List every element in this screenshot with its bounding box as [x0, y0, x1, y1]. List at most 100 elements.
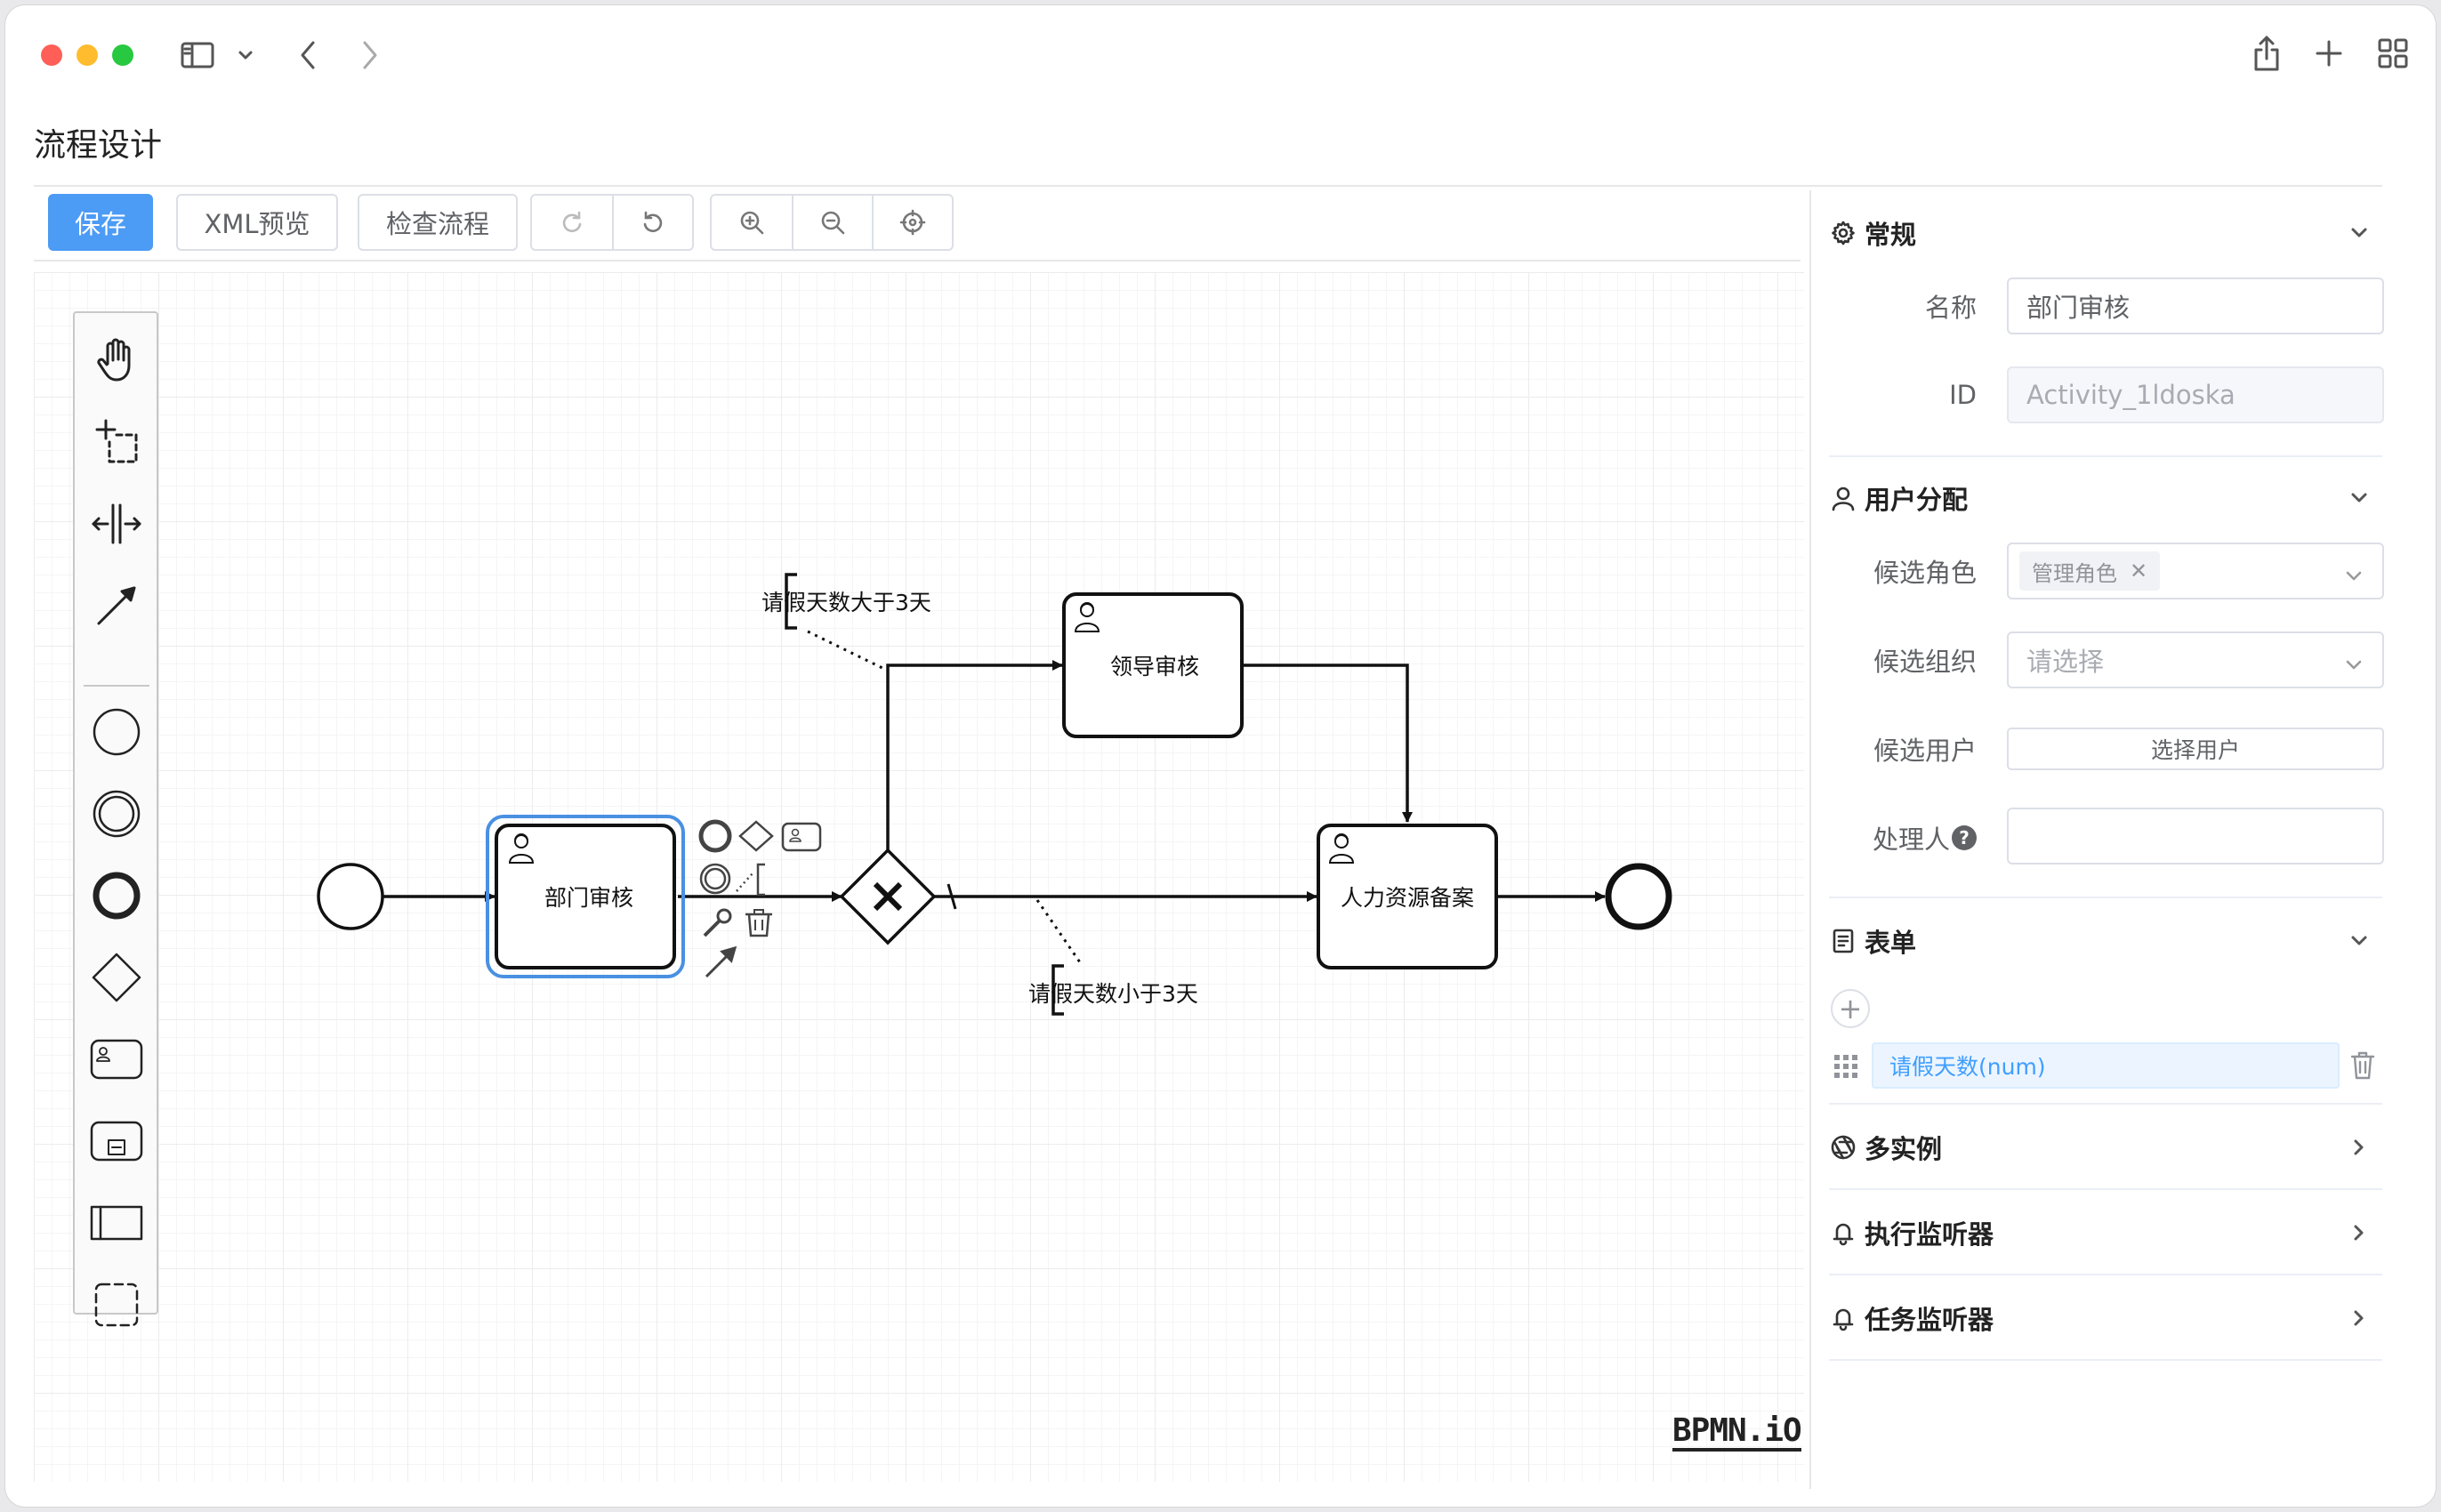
section-form-title: 表单	[1865, 928, 1917, 958]
append-end-event-icon[interactable]	[698, 819, 732, 853]
annotation-more-than-3[interactable]: 请假天数大于3天	[761, 590, 931, 615]
name-input[interactable]: 部门审核	[2007, 277, 2384, 334]
name-label: 名称	[1924, 293, 1977, 323]
section-divider	[1829, 1359, 2382, 1361]
sequence-flow-leader-to-hr[interactable]	[1242, 664, 1413, 823]
candidate-org-select[interactable]: 请选择	[2007, 631, 2384, 688]
global-connect-icon[interactable]	[82, 571, 151, 640]
zoom-in-icon[interactable]	[712, 196, 792, 249]
drag-handle-icon[interactable]	[1833, 1053, 1859, 1080]
section-multi-instance-header[interactable]: 多实例	[1829, 1121, 2382, 1174]
section-multi-instance-title: 多实例	[1865, 1134, 1943, 1164]
user-icon	[1829, 484, 1857, 512]
end-event-icon[interactable]	[82, 861, 151, 930]
user-task-marker-icon	[1074, 602, 1100, 632]
hand-tool-icon[interactable]	[82, 326, 151, 395]
delete-trash-icon[interactable]	[745, 909, 772, 937]
context-pad	[698, 819, 822, 978]
id-label: ID	[1949, 380, 1977, 410]
append-gateway-icon[interactable]	[738, 820, 774, 852]
append-annotation-icon[interactable]	[756, 863, 765, 897]
group-icon[interactable]	[82, 1270, 151, 1339]
section-execution-listener-header[interactable]: 执行监听器	[1829, 1206, 2382, 1259]
fit-center-icon[interactable]	[872, 196, 952, 249]
tag-close-icon[interactable]: ✕	[2130, 559, 2148, 583]
task-hr-record[interactable]	[1317, 824, 1498, 969]
chevron-down-icon	[2345, 484, 2373, 512]
close-window-button[interactable]	[41, 44, 62, 66]
sequence-flow-gateway-to-hr[interactable]	[934, 883, 1317, 910]
form-field-item[interactable]: 请假天数(num)	[1872, 1042, 2340, 1089]
plus-icon[interactable]	[2311, 36, 2347, 71]
candidate-org-label: 候选组织	[1873, 647, 1977, 677]
candidate-org-placeholder: 请选择	[2026, 647, 2105, 677]
annotation-less-than-3[interactable]: 请假天数小于3天	[1028, 981, 1198, 1007]
association-more-than-3	[807, 630, 889, 672]
gateway-icon[interactable]	[82, 943, 151, 1012]
save-button[interactable]: 保存	[48, 194, 153, 251]
chevron-down-icon[interactable]	[235, 44, 256, 66]
bpmn-io-watermark[interactable]: BPMN.iO	[1672, 1414, 1802, 1452]
section-divider	[1829, 897, 2382, 898]
append-intermediate-event-icon[interactable]	[699, 863, 731, 895]
section-divider	[1829, 1188, 2382, 1190]
help-icon[interactable]: ?	[1952, 825, 1977, 850]
select-user-button[interactable]: 选择用户	[2007, 728, 2384, 770]
end-event[interactable]	[1605, 863, 1672, 930]
back-arrow-icon[interactable]	[290, 37, 326, 73]
grid-icon[interactable]	[2375, 36, 2411, 71]
annotation-bracket-more	[785, 573, 797, 630]
bpmn-canvas[interactable]: 部门审核 领导审核 人力资源备案 请假天数大于3天 请假天数小于3天 BPMN.…	[34, 272, 1804, 1482]
task-leader-review[interactable]	[1062, 592, 1244, 738]
handler-label-text: 处理人	[1872, 824, 1950, 855]
space-tool-icon[interactable]	[82, 489, 151, 559]
zoom-window-button[interactable]	[112, 44, 133, 66]
role-tag: 管理角色 ✕	[2019, 551, 2161, 591]
section-task-listener-title: 任务监听器	[1865, 1305, 1994, 1335]
sequence-flow-gateway-to-leader[interactable]	[886, 660, 1063, 850]
bpmn-palette	[73, 311, 158, 1327]
candidate-user-label: 候选用户	[1873, 736, 1977, 766]
delete-field-icon[interactable]	[2347, 1050, 2379, 1082]
zoom-out-icon[interactable]	[792, 196, 872, 249]
user-task-marker-icon	[508, 833, 535, 864]
start-event[interactable]	[317, 863, 384, 930]
forward-arrow-icon[interactable]	[352, 37, 388, 73]
candidate-role-select[interactable]: 管理角色 ✕	[2007, 543, 2384, 599]
intermediate-event-icon[interactable]	[82, 779, 151, 848]
document-icon	[1829, 927, 1857, 955]
sidebar-icon[interactable]	[178, 37, 217, 73]
lasso-tool-icon[interactable]	[82, 407, 151, 477]
section-general-title: 常规	[1865, 220, 1917, 250]
share-icon[interactable]	[2247, 32, 2286, 75]
section-assignment-header[interactable]: 用户分配	[1829, 471, 2382, 525]
handler-label: 处理人 ?	[1873, 820, 1977, 856]
xml-preview-button[interactable]: XML预览	[176, 194, 338, 251]
minimize-window-button[interactable]	[77, 44, 98, 66]
palette-separator	[84, 685, 149, 687]
pool-icon[interactable]	[82, 1188, 151, 1258]
role-tag-label: 管理角色	[2032, 560, 2117, 586]
append-task-icon[interactable]	[781, 822, 822, 852]
task-label-hr-record: 人力资源备案	[1340, 885, 1475, 911]
section-form-header[interactable]: 表单	[1829, 914, 2382, 968]
exclusive-gateway[interactable]	[839, 848, 937, 945]
user-task-icon[interactable]	[82, 1025, 151, 1094]
section-general-header[interactable]: 常规	[1829, 206, 2382, 260]
handler-input[interactable]	[2007, 808, 2384, 865]
page-title: 流程设计	[34, 127, 163, 164]
association-less-than-3	[1035, 899, 1082, 963]
aperture-icon	[1829, 1133, 1857, 1162]
start-event-icon[interactable]	[82, 697, 151, 767]
section-task-listener-header[interactable]: 任务监听器	[1829, 1291, 2382, 1345]
task-dept-review[interactable]	[495, 824, 676, 969]
wrench-icon[interactable]	[703, 908, 732, 937]
connect-arrow-icon[interactable]	[705, 945, 737, 978]
check-flow-button[interactable]: 检查流程	[358, 194, 518, 251]
subprocess-icon[interactable]	[82, 1106, 151, 1176]
undo-icon[interactable]	[612, 196, 692, 249]
title-divider	[34, 185, 2382, 187]
redo-icon[interactable]	[532, 196, 612, 249]
add-form-field-button[interactable]: +	[1831, 989, 1870, 1028]
gear-icon	[1829, 219, 1857, 247]
